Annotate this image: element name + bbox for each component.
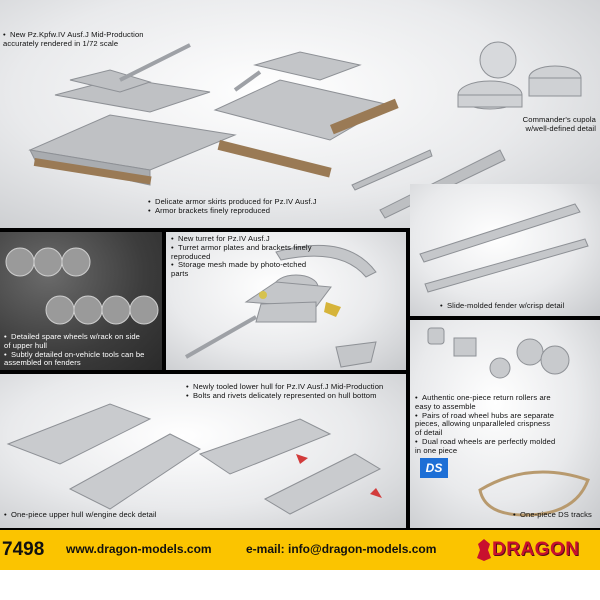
caption-top-main: New Pz.Kpfw.IV Ausf.J Mid-Production acc…: [3, 30, 144, 49]
panel-turret: New turret for Pz.IV Ausf.J Turret armor…: [166, 232, 406, 370]
caption-line: Authentic one-piece return rollers are: [415, 393, 555, 403]
footer-bar: 7498 www.dragon-models.com e-mail: info@…: [0, 530, 600, 570]
caption-line: Turret armor plates and brackets finely: [171, 243, 312, 253]
product-code: 7498: [2, 539, 45, 560]
caption-line: Armor brackets finely reproduced: [148, 206, 317, 216]
wheels-render: [427, 327, 590, 517]
caption-line: Bolts and rivets delicately represented …: [186, 391, 383, 401]
caption-turret: New turret for Pz.IV Ausf.J Turret armor…: [171, 234, 312, 279]
caption-line: One-piece DS tracks: [513, 510, 592, 520]
panel-fender: Slide-molded fender w/crisp detail: [410, 184, 600, 316]
panel-spare-wheels: Detailed spare wheels w/rack on side of …: [0, 232, 162, 370]
caption-line: pieces, allowing unparalleled crispness: [415, 419, 551, 429]
caption-fender: Slide-molded fender w/crisp detail: [440, 301, 564, 311]
panel-top-main: New Pz.Kpfw.IV Ausf.J Mid-Production acc…: [0, 0, 600, 228]
dragon-logo: DRAGON: [476, 536, 586, 564]
caption-line: w/well-defined detail: [525, 123, 596, 133]
caption-cupola: Commander's cupola w/well-defined detail: [510, 115, 596, 134]
caption-line: Slide-molded fender w/crisp detail: [440, 301, 564, 311]
caption-line: accurately rendered in 1/72 scale: [3, 38, 119, 48]
turret-render: [185, 244, 377, 368]
caption-skirts: Delicate armor skirts produced for Pz.IV…: [148, 197, 317, 216]
bottom-margin: [0, 570, 600, 600]
caption-line: easy to assemble: [415, 401, 476, 411]
dragon-emblem-icon: [477, 539, 491, 561]
spare-wheels-render: [5, 247, 159, 325]
caption-line: of upper hull: [4, 340, 48, 350]
caption-line: in one piece: [415, 445, 458, 455]
caption-line: New turret for Pz.IV Ausf.J: [171, 234, 312, 244]
caption-line: Detailed spare wheels w/rack on side: [4, 332, 145, 342]
caption-line: assembled on fenders: [4, 358, 81, 368]
caption-wheels: Authentic one-piece return rollers are e…: [415, 393, 555, 456]
caption-upper-hull: One-piece upper hull w/engine deck detai…: [4, 510, 157, 520]
caption-lower-hull: Newly tooled lower hull for Pz.IV Ausf.J…: [186, 382, 383, 401]
fender-render: [419, 203, 589, 293]
brand-name: DRAGON: [492, 539, 580, 560]
caption-spare-wheels: Detailed spare wheels w/rack on side of …: [4, 332, 145, 368]
caption-line: Commander's cupola: [522, 115, 596, 124]
caption-line: New Pz.Kpfw.IV Ausf.J Mid-Production: [3, 30, 144, 40]
caption-line: One-piece upper hull w/engine deck detai…: [4, 510, 157, 520]
caption-tracks: One-piece DS tracks: [513, 510, 592, 520]
caption-line: parts: [171, 269, 189, 279]
panel-hulls: Newly tooled lower hull for Pz.IV Ausf.J…: [0, 374, 406, 528]
panel-wheels-tracks: Authentic one-piece return rollers are e…: [410, 320, 600, 528]
caption-line: Subtly detailed on-vehicle tools can be: [4, 350, 145, 360]
caption-line: Storage mesh made by photo-etched: [171, 261, 312, 270]
website-link[interactable]: www.dragon-models.com: [66, 542, 212, 556]
caption-line: Newly tooled lower hull for Pz.IV Ausf.J…: [186, 382, 383, 392]
email-link[interactable]: e-mail: info@dragon-models.com: [246, 542, 437, 556]
caption-line: Dual road wheels are perfectly molded: [415, 437, 555, 447]
caption-line: Delicate armor skirts produced for Pz.IV…: [148, 197, 317, 207]
caption-line: of detail: [415, 428, 443, 438]
ds-badge: DS: [420, 458, 448, 478]
caption-line: reproduced: [171, 251, 211, 261]
hulls-render: [6, 403, 382, 515]
caption-line: Pairs of road wheel hubs are separate: [415, 411, 555, 421]
